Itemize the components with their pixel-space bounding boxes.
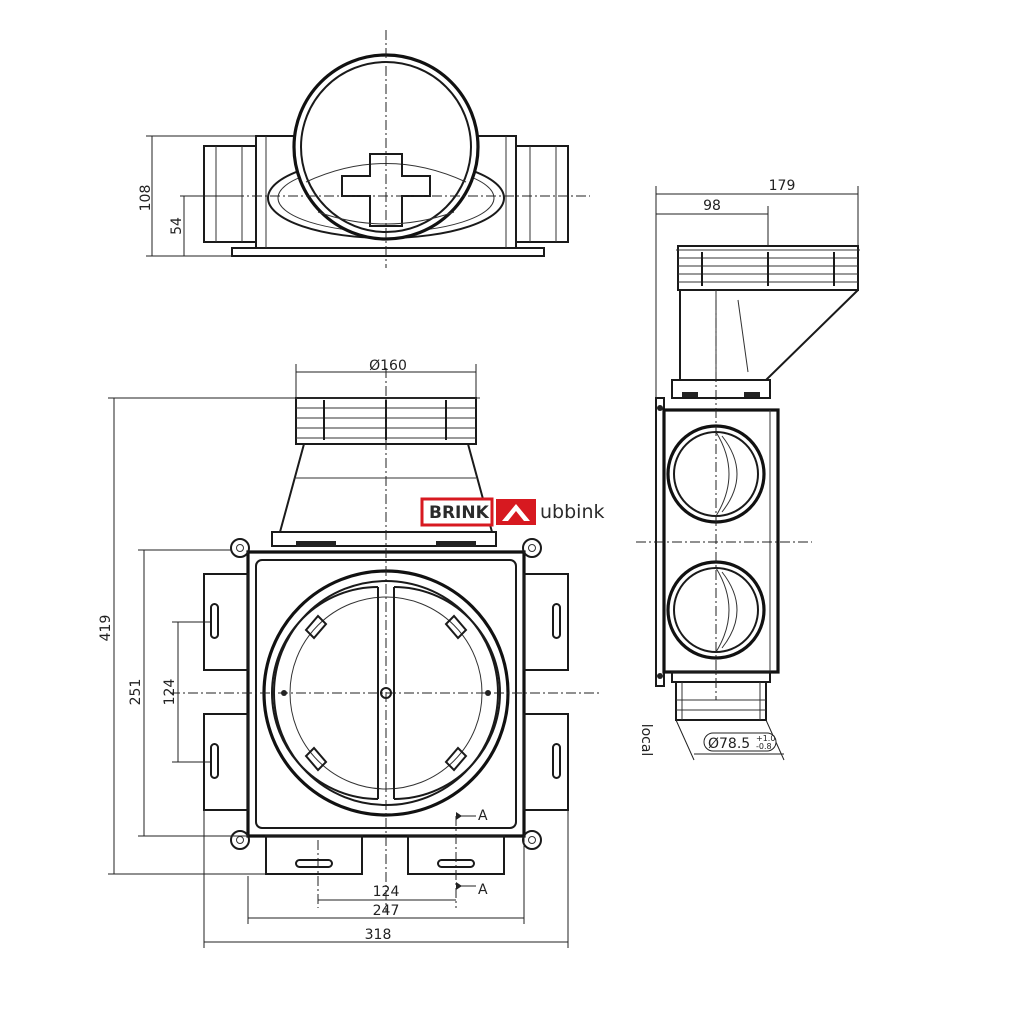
front-collar-base [271, 531, 497, 547]
dim-side-98: 98 [703, 198, 721, 214]
logo-brink-text: BRINK [429, 503, 490, 523]
dim-top-108: 108 [138, 185, 154, 212]
top-left-spigot [203, 145, 257, 243]
dim-front-124-vertical: 124 [162, 679, 178, 706]
front-slot-left [296, 541, 336, 547]
front-right-spigot-lower [523, 713, 569, 811]
dim-side-179: 179 [769, 178, 796, 194]
front-slot-right [436, 541, 476, 547]
logo-mark [496, 499, 536, 525]
top-right-spigot [515, 145, 569, 243]
side-bottom-spigot [675, 681, 767, 721]
side-local-label: local [638, 724, 654, 757]
front-view: A A Ø160 419 251 124 124 247 [98, 358, 600, 948]
front-right-spigot-upper [523, 573, 569, 671]
brand-logo: BRINK ubbink [420, 497, 605, 527]
top-base-flange [231, 247, 545, 257]
dim-side-tol-minus: -0.8 [756, 742, 772, 751]
logo-ubbink-text: ubbink [540, 501, 605, 523]
section-mark-lower: A [478, 882, 488, 898]
dim-front-diameter-160: Ø160 [369, 358, 407, 374]
dim-front-251: 251 [128, 679, 144, 706]
section-mark-upper: A [478, 808, 488, 824]
dim-front-124-horizontal: 124 [373, 884, 400, 900]
side-collar-base [671, 379, 771, 399]
dim-front-247: 247 [373, 903, 400, 919]
side-taper [679, 289, 859, 381]
front-bottom-spigot-left [265, 835, 363, 875]
dim-front-419: 419 [98, 615, 114, 642]
top-view: 108 54 [138, 30, 590, 268]
dim-top-54: 54 [169, 217, 185, 235]
logo-brink-box [420, 497, 494, 527]
dim-front-318: 318 [365, 927, 392, 943]
dim-side-diameter-785: Ø78.5 [708, 736, 750, 752]
dim-side-tol-plus: +1.0 [756, 734, 775, 743]
side-diameter-badge [703, 732, 777, 752]
side-view: 179 98 Ø78.5 +1.0 -0.8 local [636, 178, 860, 761]
top-cross-vane [341, 153, 431, 227]
front-lid-left [271, 586, 379, 800]
